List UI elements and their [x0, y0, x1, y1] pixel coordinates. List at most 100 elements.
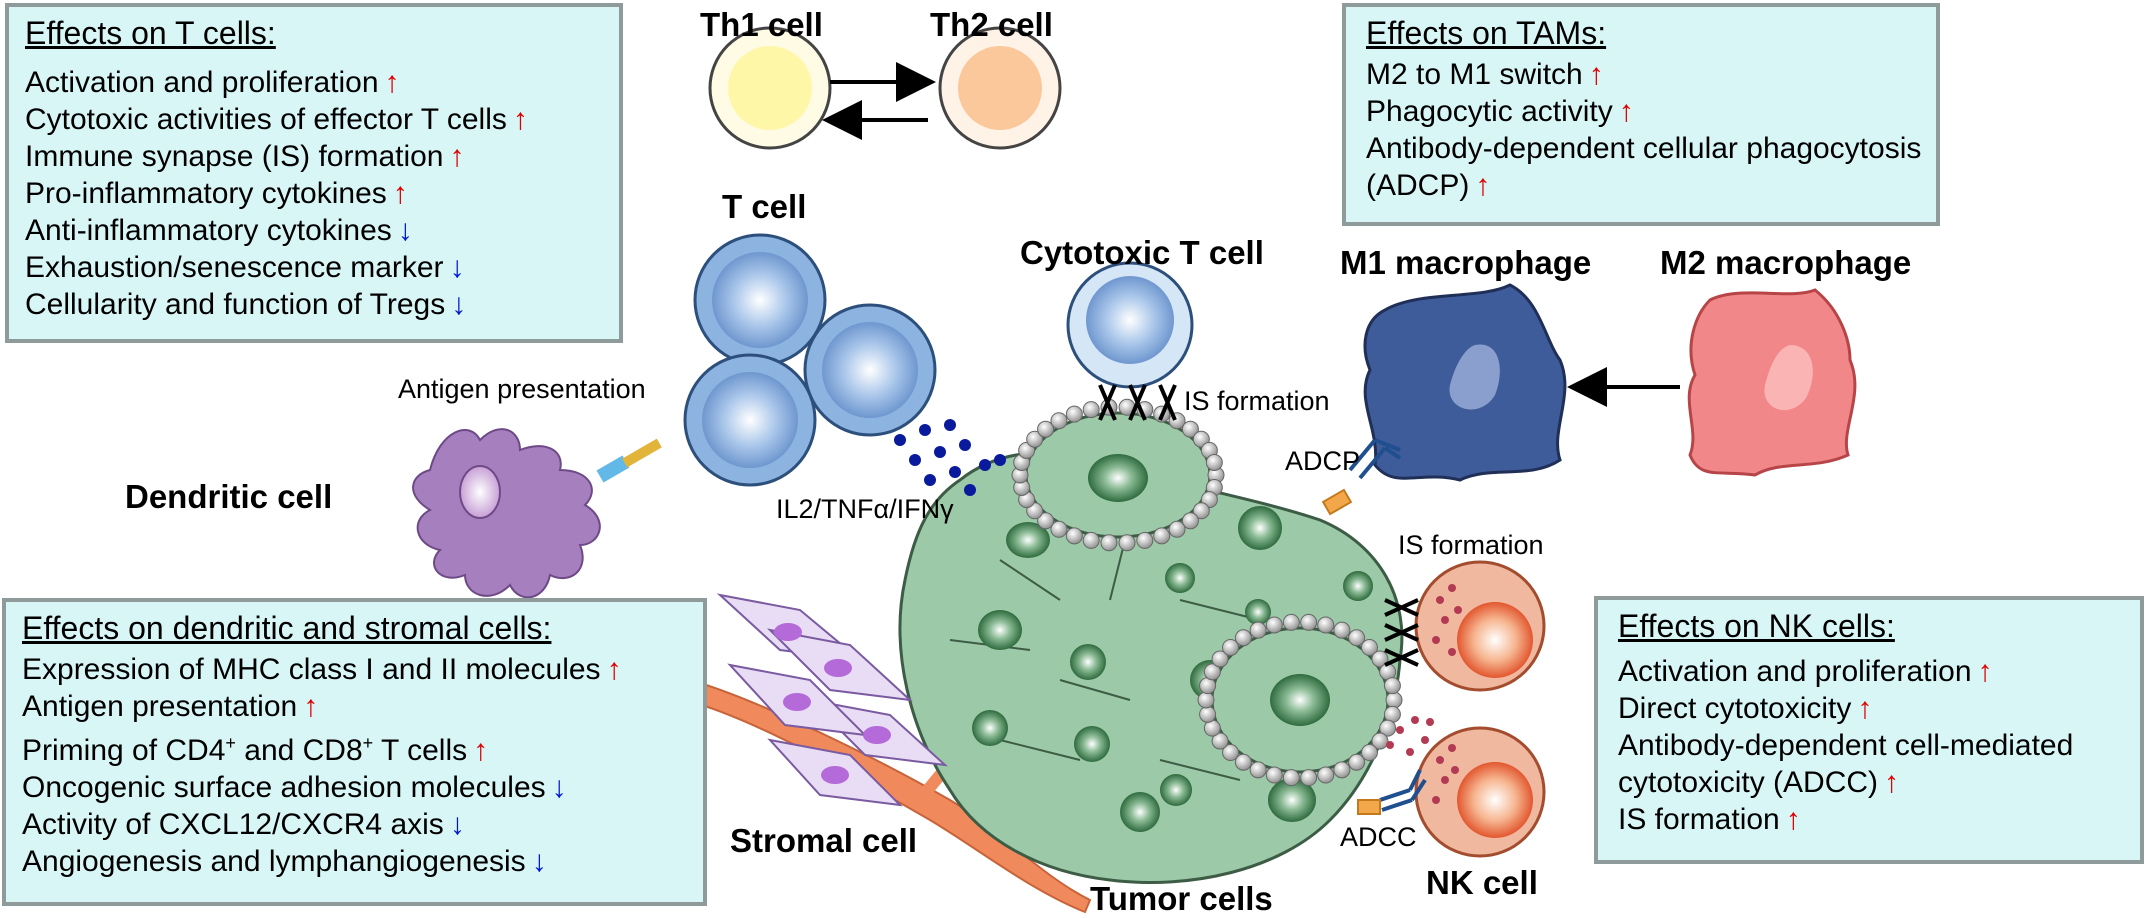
- synapse-bead: [1317, 766, 1335, 784]
- tumor-cells-label: Tumor cells: [1090, 880, 1273, 917]
- t-cells-effects-list: Activation and proliferation↑Cytotoxic a…: [25, 64, 603, 323]
- synapse-bead: [1192, 502, 1210, 520]
- effect-text: Antibody-dependent cellular phagocytosis: [1366, 132, 1922, 165]
- is-formation-nk-label: IS formation: [1398, 530, 1544, 560]
- effect-text-pre: Priming of CD4: [22, 734, 226, 767]
- increase-arrow-icon: ↑: [303, 690, 319, 723]
- decrease-arrow-icon: ↓: [449, 251, 465, 284]
- synapse-bead: [1211, 650, 1229, 668]
- synapse-bead: [1199, 705, 1217, 723]
- th1-cell: [708, 26, 832, 150]
- tams-box-title: Effects on TAMs:: [1366, 15, 1607, 51]
- dendritic-cell: [412, 428, 601, 599]
- tams-effects-list: M2 to M1 switch↑Phagocytic activity↑Anti…: [1366, 56, 1921, 204]
- nk-box-title: Effects on NK cells:: [1618, 608, 1895, 644]
- dendritic-box-title: Effects on dendritic and stromal cells:: [22, 610, 552, 646]
- is-cross-links-top: [1098, 384, 1177, 421]
- effect-text: Activation and proliferation: [1618, 655, 1972, 688]
- effect-row: Cellularity and function of Tregs↓: [25, 286, 603, 323]
- m1-macrophage: [1363, 283, 1567, 482]
- adcp-antibody: [1321, 438, 1402, 516]
- synapse-bead: [1348, 753, 1366, 771]
- nk-effects-box: Effects on NK cells: Activation and prol…: [1594, 596, 2144, 864]
- synapse-bead: [1181, 512, 1199, 530]
- synapse-bead: [1153, 527, 1171, 545]
- decrease-arrow-icon: ↓: [397, 214, 413, 247]
- synapse-bead: [1065, 527, 1083, 545]
- effect-row: Antigen presentation↑: [22, 688, 687, 725]
- synapse-bead: [1282, 769, 1300, 787]
- tumor-nuclei: [972, 506, 1373, 832]
- effect-text: Phagocytic activity: [1366, 95, 1613, 128]
- stromal-cells: [716, 593, 949, 807]
- effect-row: Antibody-dependent cellular phagocytosis: [1366, 130, 1921, 167]
- nk-cell-label: NK cell: [1426, 864, 1538, 901]
- increase-arrow-icon: ↑: [1475, 169, 1491, 202]
- effect-text: Cytotoxic activities of effector T cells: [25, 103, 507, 136]
- effect-row: Antibody-dependent cell-mediated: [1618, 727, 2120, 764]
- effect-text-mid: and CD8: [235, 734, 363, 767]
- effect-text: Pro-inflammatory cytokines: [25, 177, 387, 210]
- th2-cell: [938, 26, 1062, 150]
- effect-row: Activity of CXCL12/CXCR4 axis↓: [22, 806, 687, 843]
- adcc-antibody: [1357, 769, 1427, 815]
- increase-arrow-icon: ↑: [1857, 692, 1873, 725]
- t-cell-label: T cell: [722, 188, 807, 225]
- effect-text: M2 to M1 switch: [1366, 58, 1583, 91]
- dendritic-stromal-effects-box: Effects on dendritic and stromal cells: …: [2, 598, 707, 906]
- effect-text: Antigen presentation: [22, 690, 298, 723]
- cytokine-dots: [894, 419, 1006, 496]
- synapse-bead: [1360, 744, 1378, 762]
- synapse-bead: [1082, 401, 1100, 419]
- decrease-arrow-icon: ↓: [451, 288, 467, 321]
- effect-row: Oncogenic surface adhesion molecules↓: [22, 769, 687, 806]
- synapse-bead: [1037, 512, 1055, 530]
- effect-row: Immune synapse (IS) formation↑: [25, 138, 603, 175]
- synapse-bead: [1265, 766, 1283, 784]
- effect-row: Angiogenesis and lymphangiogenesis↓: [22, 843, 687, 880]
- synapse-bead: [1205, 454, 1223, 472]
- effect-text: Direct cytotoxicity: [1618, 692, 1852, 725]
- synapse-bead: [1026, 430, 1044, 448]
- cytotoxic-t-cell-label: Cytotoxic T cell: [1020, 234, 1264, 271]
- adcc-label: ADCC: [1340, 822, 1417, 852]
- synapse-bead: [1282, 613, 1300, 631]
- dendritic-effects-list: Expression of MHC class I and II molecul…: [22, 651, 687, 880]
- decrease-arrow-icon: ↓: [449, 808, 465, 841]
- effect-text-sup2: +: [362, 733, 374, 753]
- nk-effects-list: Activation and proliferation↑Direct cyto…: [1618, 653, 2120, 838]
- synapse-bead: [1249, 761, 1267, 779]
- synapse-bead: [1371, 732, 1389, 750]
- synapse-bead: [1100, 534, 1118, 552]
- nk-cell-top: [1414, 560, 1546, 692]
- effect-text: Anti-inflammatory cytokines: [25, 214, 392, 247]
- effect-row: (ADCP)↑: [1366, 167, 1916, 204]
- synapse-bead: [1222, 744, 1240, 762]
- m1-macrophage-label: M1 macrophage: [1340, 244, 1592, 281]
- synapse-bead: [1265, 616, 1283, 634]
- effect-row: Pro-inflammatory cytokines↑: [25, 175, 603, 212]
- increase-arrow-icon: ↑: [512, 103, 528, 136]
- t-cells-box-title: Effects on T cells:: [25, 15, 276, 51]
- effect-text: Antibody-dependent cell-mediated: [1618, 729, 2074, 762]
- cytokines-label: IL2/TNFα/IFNγ: [776, 494, 954, 524]
- synapse-bead: [1065, 405, 1083, 423]
- effect-text: (ADCP): [1366, 169, 1470, 202]
- effect-row: Phagocytic activity↑: [1366, 93, 1916, 130]
- synapse-bead: [1181, 420, 1199, 438]
- increase-arrow-icon: ↑: [392, 177, 408, 210]
- effect-text: Angiogenesis and lymphangiogenesis: [22, 845, 526, 878]
- nk-granules: [1386, 584, 1462, 804]
- increase-arrow-icon: ↑: [1588, 58, 1604, 91]
- effect-row: Activation and proliferation↑: [1618, 653, 2120, 690]
- increase-arrow-icon: ↑: [606, 653, 622, 686]
- mhc-tcr-contact: [596, 438, 662, 483]
- effect-row: Exhaustion/senescence marker↓: [25, 249, 603, 286]
- effect-row: IS formation↑: [1618, 801, 2120, 838]
- increase-arrow-icon: ↑: [384, 66, 400, 99]
- synapse-bead: [1136, 531, 1154, 549]
- effect-text: Immune synapse (IS) formation: [25, 140, 444, 173]
- increase-arrow-icon: ↑: [1884, 766, 1900, 799]
- effect-row: M2 to M1 switch↑: [1366, 56, 1916, 93]
